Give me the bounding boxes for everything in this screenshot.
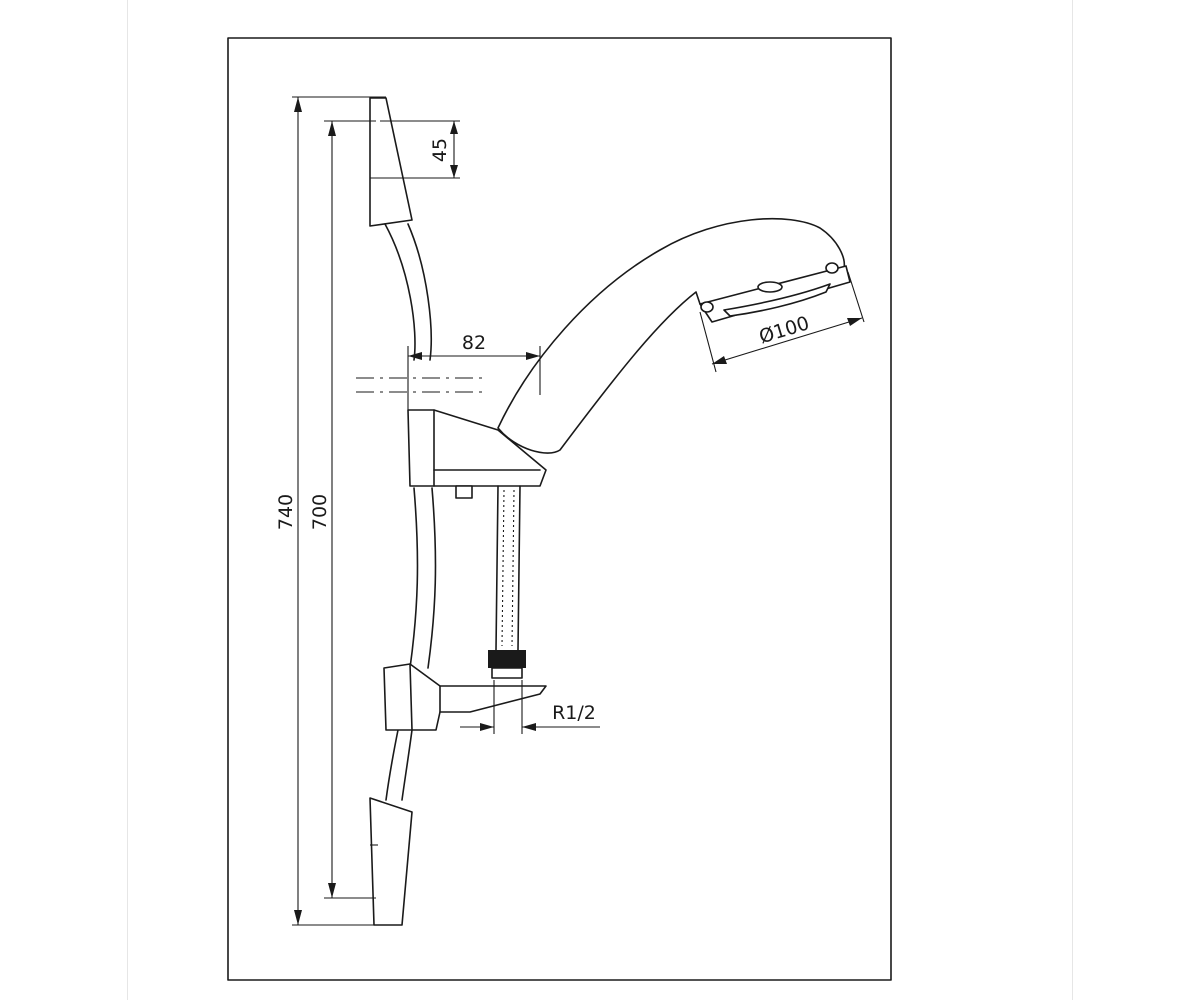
bottom-wall-bracket [369, 797, 413, 926]
dimension-45: 45 [370, 120, 460, 179]
centre-lines [356, 377, 488, 393]
slide-rail [369, 97, 437, 926]
soap-dish-icon [383, 663, 547, 731]
dimension-700-label: 700 [309, 494, 331, 530]
dimension-82-label: 82 [462, 332, 486, 354]
dimension-700: 700 [309, 120, 376, 899]
right-page-rule [1072, 0, 1073, 1000]
top-wall-bracket [369, 97, 413, 227]
dimension-45-label: 45 [429, 138, 451, 162]
dimension-diameter-label: Ø100 [757, 312, 812, 348]
shower-head-icon [497, 217, 851, 454]
dimension-740-label: 740 [275, 494, 297, 530]
drawing-frame [227, 37, 892, 981]
dimension-thread: R1/2 [460, 680, 600, 734]
dimension-740: 740 [275, 96, 386, 926]
hose-icon [488, 485, 526, 679]
slide-holder [407, 409, 547, 499]
left-page-rule [127, 0, 128, 1000]
dimension-82: 82 [407, 332, 541, 410]
dimension-thread-label: R1/2 [552, 702, 596, 724]
